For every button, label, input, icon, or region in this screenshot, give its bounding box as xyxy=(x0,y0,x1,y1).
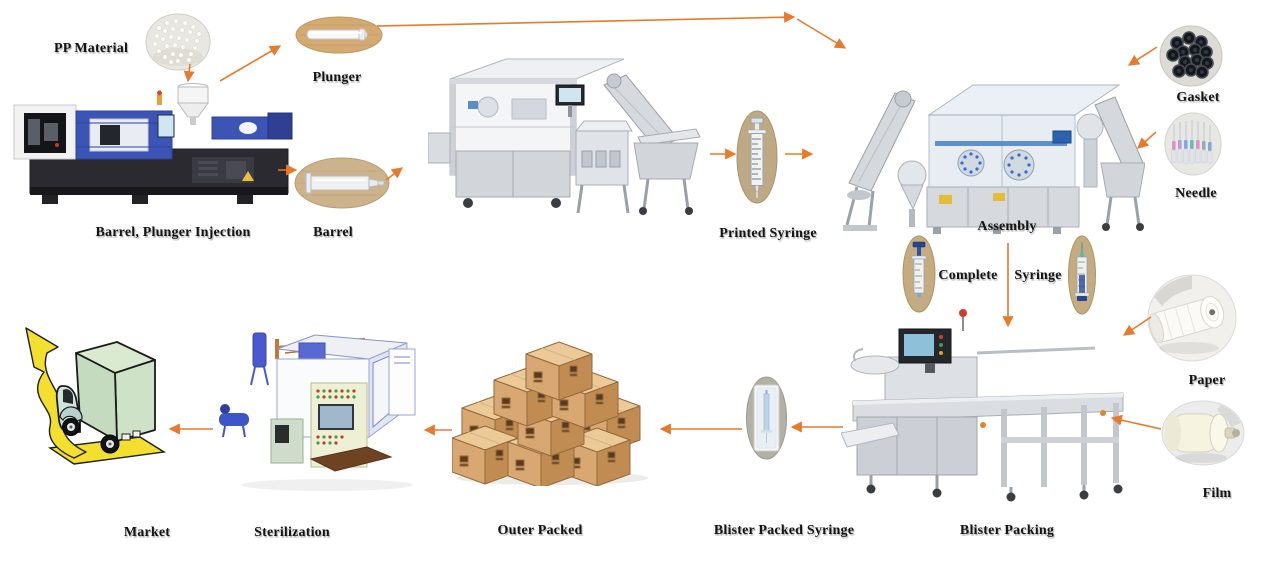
blister-packing-label: Blister Packing xyxy=(959,523,1055,538)
complete-syringe-icon xyxy=(902,235,936,313)
assembly-machine-image xyxy=(843,75,1145,240)
syringe-label: Syringe xyxy=(1014,268,1062,283)
paper-roll-image xyxy=(1147,274,1237,362)
barrel-image xyxy=(294,157,390,209)
gasket-icon xyxy=(1159,25,1223,87)
blister-packed-syringe-label: Blister Packed Syringe xyxy=(713,523,855,538)
outer-packed-label: Outer Packed xyxy=(497,523,583,538)
barrel-label: Barrel xyxy=(313,225,353,240)
arrow-film-to-blister-packing xyxy=(1110,414,1162,430)
injection-machine-icon xyxy=(13,83,293,204)
blister-pack-icon xyxy=(746,376,787,460)
barrel-plunger-injection-label: Barrel, Plunger Injection xyxy=(95,225,251,240)
arrow-injection-to-plunger xyxy=(219,45,282,82)
plunger-icon xyxy=(295,16,383,54)
arrow-barrel-to-printer xyxy=(385,167,404,181)
paper-roll-icon xyxy=(1147,274,1237,362)
pp-material-image xyxy=(145,13,211,71)
complete-syringe-left-image xyxy=(902,235,936,313)
market-truck-image xyxy=(14,320,168,478)
film-roll-icon xyxy=(1161,400,1245,466)
needle-icon xyxy=(1164,112,1222,176)
arrow-plunger-to-assembly-1 xyxy=(376,11,796,27)
market-truck-icon xyxy=(25,327,167,465)
outer-packed-boxes-image xyxy=(452,340,658,486)
barrel-icon xyxy=(294,157,390,209)
assembly-label: Assembly xyxy=(977,219,1037,234)
printing-machine-icon xyxy=(428,58,701,215)
plunger-label: Plunger xyxy=(312,70,362,85)
film-roll-image xyxy=(1161,400,1245,466)
assembly-machine-icon xyxy=(843,84,1145,234)
paper-label: Paper xyxy=(1188,373,1226,388)
printed-syringe-label: Printed Syringe xyxy=(719,226,817,241)
blister-packing-machine-icon xyxy=(841,309,1124,502)
blister-packed-syringe-image xyxy=(746,376,787,460)
arrow-paper-to-blister-packing xyxy=(1122,316,1152,336)
sterilization-machine-image xyxy=(215,327,420,495)
printed-syringe-icon xyxy=(736,110,778,204)
complete-syringe-icon xyxy=(1068,235,1096,315)
arrow-needle-to-assembly xyxy=(1137,131,1157,149)
needle-image xyxy=(1164,112,1222,176)
sterilization-machine-icon xyxy=(219,332,416,491)
arrow-plunger-to-assembly-2 xyxy=(796,18,847,49)
plunger-image xyxy=(295,16,383,54)
complete-label: Complete xyxy=(938,268,998,283)
needle-label: Needle xyxy=(1175,186,1217,201)
arrow-gasket-to-assembly xyxy=(1127,46,1158,66)
sterilization-label: Sterilization xyxy=(254,525,330,540)
complete-syringe-right-image xyxy=(1068,235,1096,315)
printing-machine-image xyxy=(428,55,702,217)
market-label: Market xyxy=(123,525,171,540)
blister-packing-machine-image xyxy=(841,305,1133,510)
film-label: Film xyxy=(1202,486,1232,501)
arrow-material-to-injection xyxy=(183,63,195,83)
granules-icon xyxy=(145,13,211,71)
carton-boxes-icon xyxy=(452,341,648,486)
pp-material-label: PP Material xyxy=(53,41,129,56)
gasket-image xyxy=(1159,25,1223,87)
injection-molding-machine-image xyxy=(12,83,304,217)
gasket-label: Gasket xyxy=(1176,90,1220,105)
printed-syringe-image xyxy=(736,110,778,204)
